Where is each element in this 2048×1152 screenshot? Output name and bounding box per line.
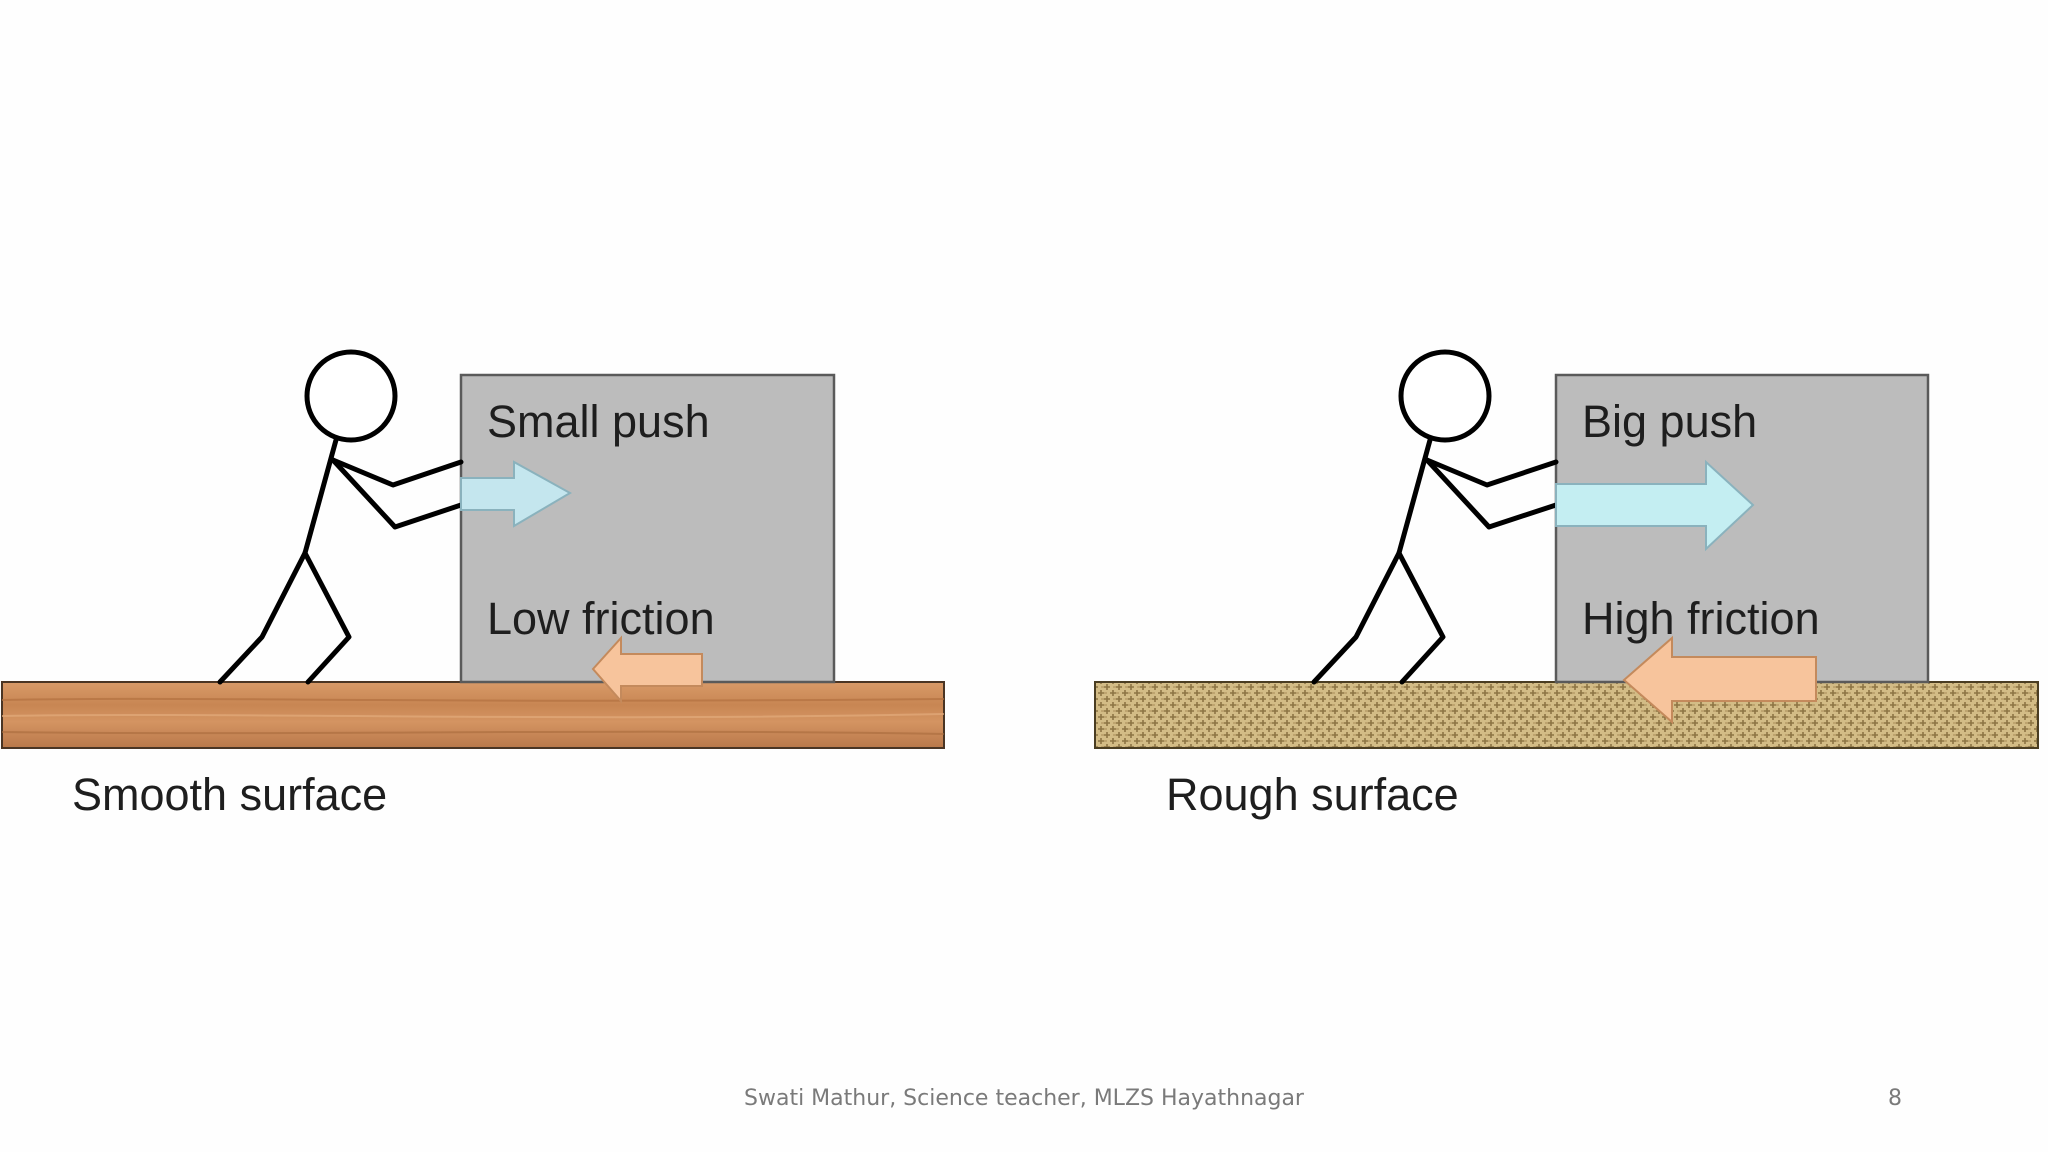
right-panel: Big push High friction Rough surface — [1094, 349, 2039, 820]
surface-label: Rough surface — [1166, 769, 1459, 820]
box-label: Big push — [1582, 396, 1757, 447]
push-arrow — [460, 460, 573, 528]
stick-figure — [1311, 349, 1559, 685]
friction-label: Low friction — [487, 593, 715, 644]
surface-label: Smooth surface — [72, 769, 387, 820]
smooth-surface — [1, 681, 945, 749]
left-panel: Small push Low friction Smooth surface — [1, 349, 945, 820]
friction-arrow — [591, 635, 703, 704]
friction-arrow — [1622, 635, 1817, 725]
friction-label: High friction — [1582, 593, 1820, 644]
footer-credit: Swati Mathur, Science teacher, MLZS Haya… — [744, 1086, 1304, 1111]
box-label: Small push — [487, 396, 710, 447]
page-number: 8 — [1888, 1086, 1902, 1111]
box — [459, 373, 836, 684]
push-arrow — [1555, 459, 1755, 552]
stick-figure — [217, 349, 464, 685]
rough-surface — [1094, 681, 2039, 749]
